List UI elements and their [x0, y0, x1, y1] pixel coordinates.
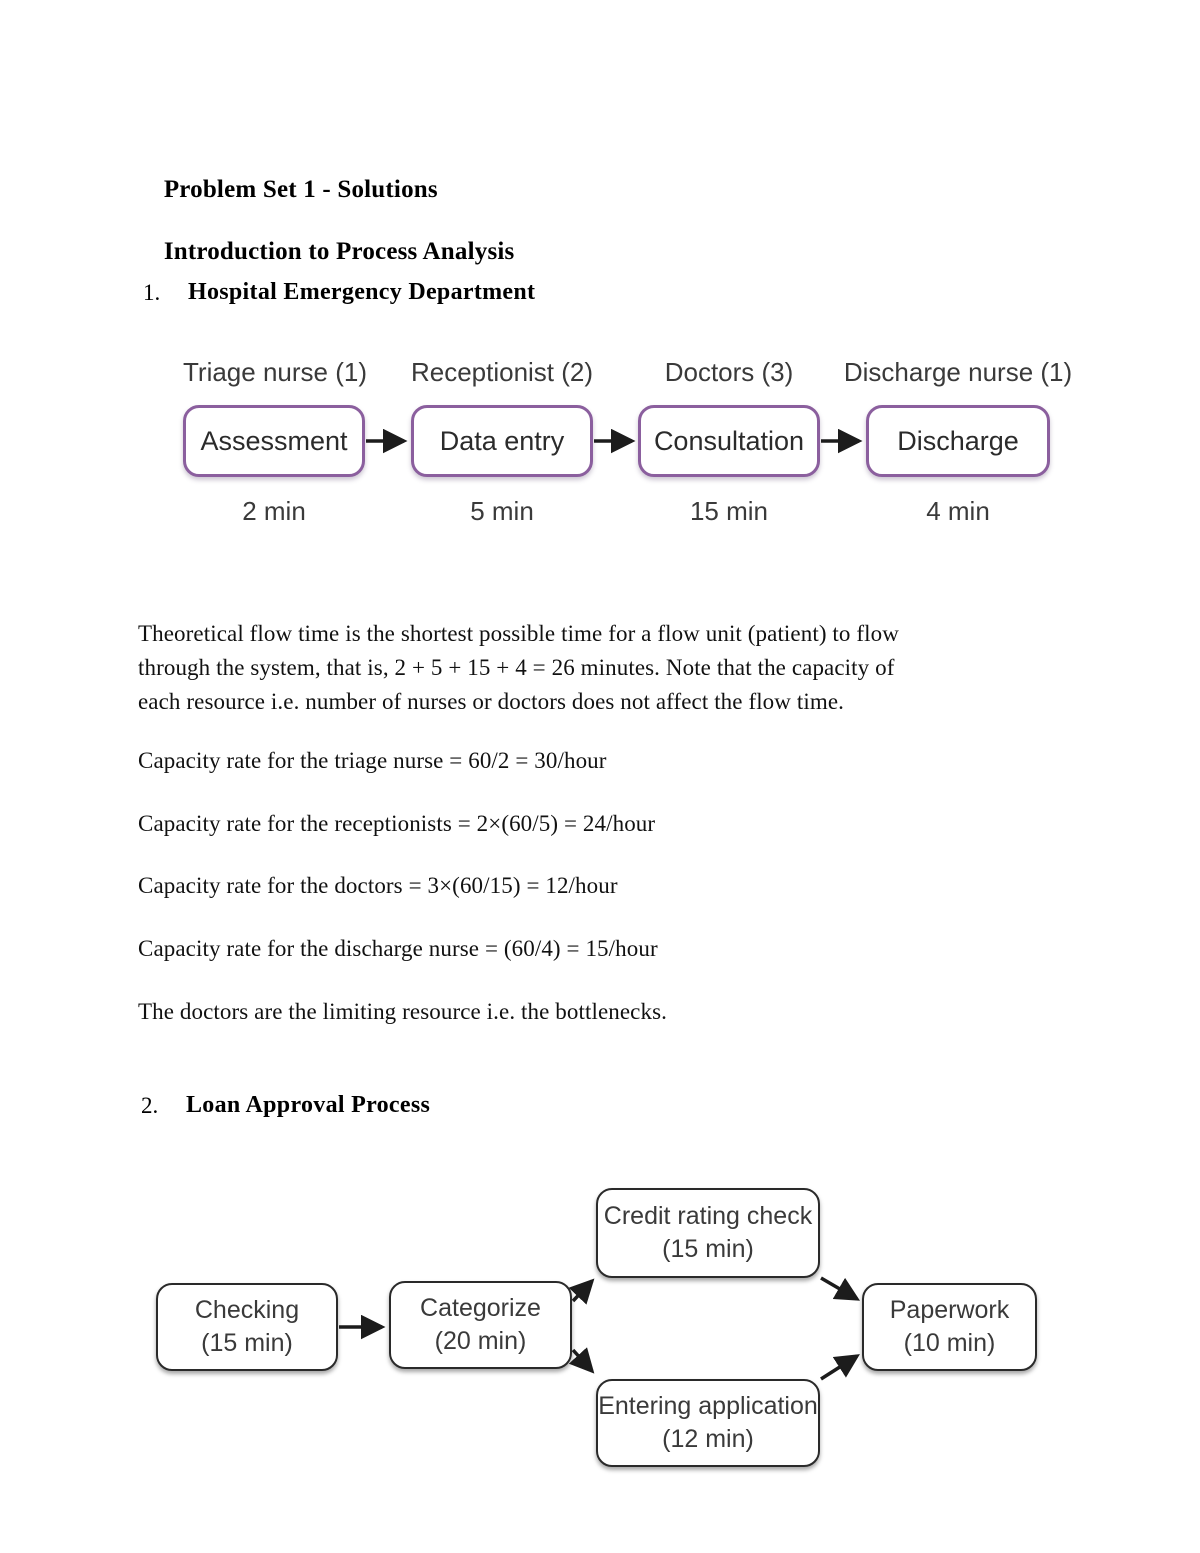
process-box-assessment[interactable]: Assessment: [183, 405, 365, 477]
flow-time-line-3: each resource i.e. number of nurses or d…: [138, 689, 844, 714]
flow-time-line-1: Theoretical flow time is the shortest po…: [138, 621, 899, 646]
resource-label-triage-nurse: Triage nurse (1): [183, 357, 367, 387]
loan-box-checking-time: (15 min): [201, 1329, 293, 1357]
loan-box-entering-application[interactable]: Entering application (12 min): [596, 1379, 820, 1467]
time-label-data-entry: 5 min: [470, 496, 534, 526]
loan-box-categorize-label: Categorize: [420, 1294, 541, 1322]
loan-box-checking-label: Checking: [194, 1296, 300, 1324]
process-box-assessment-label: Assessment: [200, 425, 348, 456]
bottleneck-statement: The doctors are the limiting resource i.…: [138, 999, 667, 1024]
capacity-rate-doctors: Capacity rate for the doctors = 3×(60/15…: [138, 873, 618, 898]
capacity-rate-triage-nurse: Capacity rate for the triage nurse = 60/…: [138, 748, 607, 773]
process-box-data-entry-label: Data entry: [439, 425, 565, 456]
loan-box-credit-rating-check[interactable]: Credit rating check (15 min): [596, 1188, 820, 1278]
loan-box-paperwork[interactable]: Paperwork (10 min): [862, 1283, 1037, 1371]
loan-box-checking[interactable]: Checking (15 min): [156, 1283, 338, 1371]
process-box-data-entry[interactable]: Data entry: [411, 405, 593, 477]
loan-box-entering-application-label: Entering application: [598, 1392, 818, 1420]
loan-box-credit-rating-check-label: Credit rating check: [603, 1202, 813, 1230]
flow-time-line-2: through the system, that is, 2 + 5 + 15 …: [138, 655, 895, 680]
loan-box-categorize-time: (20 min): [434, 1327, 527, 1355]
theoretical-flow-time-paragraph: Theoretical flow time is the shortest po…: [138, 617, 1068, 719]
time-label-assessment: 2 min: [242, 496, 306, 526]
resource-label-discharge-nurse: Discharge nurse (1): [843, 357, 1073, 387]
resource-label-doctors: Doctors (3): [664, 357, 794, 387]
loan-box-entering-application-time: (12 min): [662, 1425, 754, 1453]
loan-box-paperwork-label: Paperwork: [889, 1296, 1010, 1324]
section-2-number: 2.: [141, 1093, 159, 1118]
process-box-consultation[interactable]: Consultation: [638, 405, 820, 477]
capacity-rate-discharge-nurse: Capacity rate for the discharge nurse = …: [138, 936, 658, 961]
time-label-consultation: 15 min: [689, 496, 769, 526]
section-1-number: 1.: [143, 280, 161, 305]
process-box-discharge-label: Discharge: [897, 425, 1019, 456]
document-title: Problem Set 1 - Solutions Introduction t…: [138, 143, 514, 298]
loan-box-paperwork-time: (10 min): [903, 1329, 996, 1357]
document-title-line-2: Introduction to Process Analysis: [163, 238, 515, 265]
section-1-heading: Hospital Emergency Department: [188, 279, 536, 305]
loan-box-credit-rating-check-time: (15 min): [662, 1235, 754, 1263]
process-box-discharge[interactable]: Discharge: [866, 405, 1050, 477]
section-2-heading: Loan Approval Process: [186, 1092, 431, 1118]
loan-box-categorize[interactable]: Categorize (20 min): [389, 1281, 572, 1369]
time-label-discharge: 4 min: [926, 496, 990, 526]
document-title-line-1: Problem Set 1 - Solutions: [163, 176, 438, 203]
capacity-rate-receptionists: Capacity rate for the receptionists = 2×…: [138, 811, 656, 836]
resource-label-receptionist: Receptionist (2): [410, 357, 594, 387]
process-box-consultation-label: Consultation: [653, 425, 805, 456]
